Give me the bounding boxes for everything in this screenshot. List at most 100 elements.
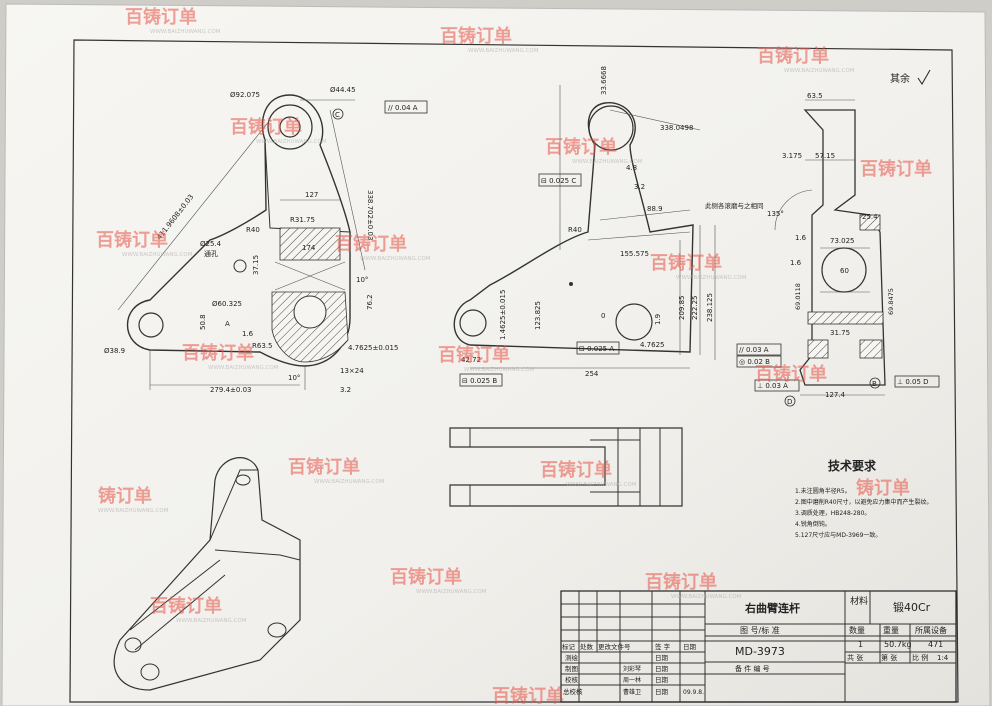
svg-text:百铸订单: 百铸订单 [438, 344, 510, 366]
tech-item-2: 2.图中磨削R40尺寸，以避免应力集中而产生裂纹。 [795, 498, 933, 506]
row-draw-date: 日期 [655, 665, 669, 673]
dim-3175c: 31.75 [830, 329, 850, 337]
tech-title: 技术要求 [828, 458, 877, 473]
row-check-date: 日期 [655, 676, 669, 684]
dim-135: 135° [767, 210, 784, 218]
dim-155: 155.575 [620, 250, 649, 258]
svg-text:百铸订单: 百铸订单 [545, 136, 617, 158]
row-final-date: 09.9.8. [683, 689, 704, 696]
dim-v2: 123.825 [534, 301, 542, 330]
roughness-note: 其余 [890, 72, 910, 85]
watermark-20: 百铸订单 [492, 685, 564, 706]
dim-w6: 69.0118 [794, 283, 802, 310]
dim-2794: 279.4±0.03 [210, 386, 252, 394]
dim-19: 1.9 [654, 314, 662, 325]
datum-c: C [335, 111, 340, 119]
dim-p127: 42.72 [461, 356, 481, 364]
note-through: 通孔 [204, 249, 218, 258]
rough-16c: 1.6 [790, 259, 802, 267]
row-check: 校核 [565, 675, 579, 684]
tol-parallel: // 0.04 A [388, 104, 418, 112]
row-draw: 制图 [565, 664, 578, 673]
tech-item-3: 3.调质处理，HB248-280。 [795, 509, 870, 517]
dim-d92: Ø92.075 [230, 91, 260, 99]
dim-v1: 1.4625±0.015 [499, 290, 507, 340]
dim-d25: Ø25.4 [200, 240, 222, 248]
dim-r40: R40 [246, 226, 260, 234]
dim-d389: Ø38.9 [104, 347, 125, 355]
dim-h4: 4.7625 [640, 341, 665, 349]
dim-1324: 13×24 [340, 367, 364, 375]
sheets-label: 共 张 [847, 653, 863, 662]
dim-889: 88.9 [647, 205, 663, 213]
scale: 1:4 [937, 654, 949, 662]
qty: 1 [858, 640, 863, 649]
row-check-name: 周一林 [623, 676, 641, 684]
svg-text:百铸订单: 百铸订单 [125, 6, 197, 28]
dim-d44: Ø44.45 [330, 86, 356, 94]
row-survey: 测绘 [565, 653, 579, 662]
title-block: 右曲臂连杆 材料 锻40Cr 图 号/标 准 MD-3973 备 件 编 号 数… [560, 590, 957, 703]
tol-flat-b: ⊟ 0.025 B [462, 377, 497, 385]
weight: 50.7kg [884, 640, 912, 649]
dim-254: 254 [585, 370, 599, 378]
watermark-6: 百铸订单 [860, 158, 932, 180]
tol-conc-b: ◎ 0.02 B [739, 358, 770, 366]
hdr-sign: 签 字 [655, 642, 671, 651]
svg-text:百铸订单: 百铸订单 [288, 456, 360, 478]
dim-338b: 338.0498 [660, 124, 693, 132]
dim-48: 4.8 [626, 164, 637, 172]
dim-635: 63.5 [807, 92, 823, 100]
watermark-15: 铸订单 [856, 477, 910, 499]
svg-text:铸订单: 铸订单 [98, 485, 152, 507]
tol-perp-a: ⊥ 0.03 A [757, 382, 788, 390]
svg-text:百铸订单: 百铸订单 [540, 459, 612, 481]
tol-flat-a: ⊟ 0.025 A [579, 345, 614, 353]
dim-254b: 25.4 [862, 213, 878, 221]
front-view: Ø92.075 Ø44.45 // 0.04 A C 411.9608±0.03… [104, 86, 428, 394]
rough-32: 3.2 [340, 386, 351, 394]
dim-w7: 69.8475 [887, 288, 895, 315]
dim-r635: R63.5 [252, 342, 272, 350]
dim-174: 174 [302, 244, 316, 252]
dim-508: 50.8 [199, 314, 207, 330]
dim-10deg: 10° [356, 276, 368, 284]
dim-3715: 37.15 [252, 255, 260, 275]
svg-text:WWW.BAIZHUWANG.COM: WWW.BAIZHUWANG.COM [176, 618, 247, 624]
rough-32b: 3.2 [634, 183, 645, 191]
dim-338: 338.702±0.03 [366, 190, 374, 240]
row-final-date-label: 日期 [655, 688, 669, 696]
svg-text:百铸订单: 百铸订单 [182, 342, 254, 364]
svg-text:WWW.BAIZHUWANG.COM: WWW.BAIZHUWANG.COM [98, 508, 169, 514]
sheet-no-label: 第 张 [881, 653, 897, 662]
svg-text:WWW.BAIZHUWANG.COM: WWW.BAIZHUWANG.COM [208, 365, 279, 371]
plan-view [449, 427, 683, 507]
tol-perp-d: ⊥ 0.05 D [897, 378, 929, 386]
tol-flat-c: ⊟ 0.025 C [541, 177, 576, 185]
tech-item-1: 1.未注圆角半径R5。 [795, 487, 851, 495]
dim-127: 127 [305, 191, 318, 199]
svg-text:WWW.BAIZHUWANG.COM: WWW.BAIZHUWANG.COM [416, 589, 487, 595]
svg-text:WWW.BAIZHUWANG.COM: WWW.BAIZHUWANG.COM [150, 29, 221, 35]
roughness-symbol [917, 69, 931, 85]
dim-v5: 238.125 [706, 293, 714, 322]
svg-text:百铸订单: 百铸订单 [650, 252, 722, 274]
dim-v3: 209.85 [678, 296, 686, 321]
dim-1274: 127.4 [825, 391, 846, 399]
weight-label: 重量 [883, 625, 899, 635]
dim-3175b: 3.175 [782, 152, 802, 160]
